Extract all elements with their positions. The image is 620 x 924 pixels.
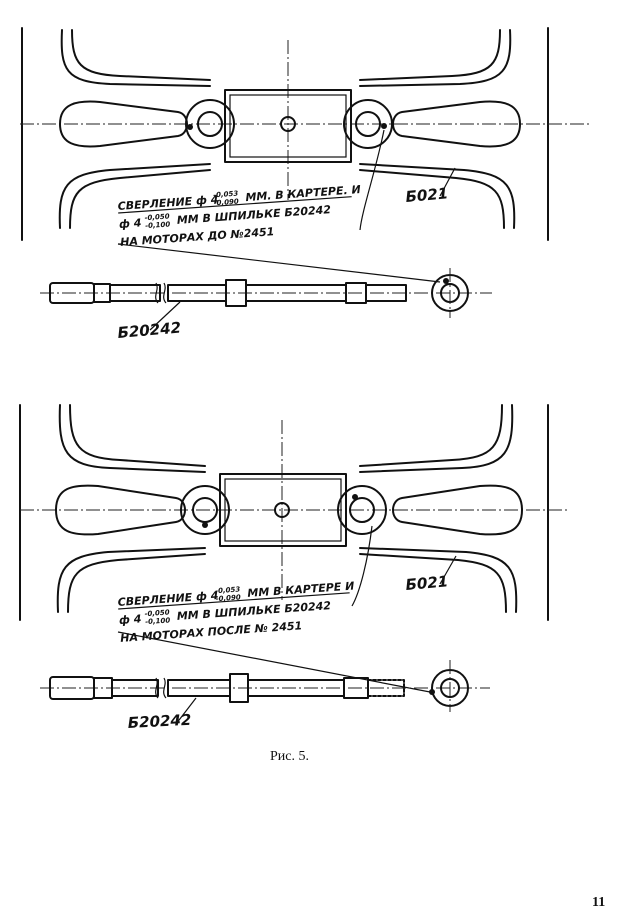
note-line2-tol-bottom: -0,100 <box>145 616 171 626</box>
note-line1-tol-top: -0,053 <box>215 585 241 595</box>
crankcase-drawing-1 <box>20 27 590 283</box>
figure-2: Б021 СВЕРЛЕНИЕ ф 4 -0,053 -0,090 ММ В КА… <box>19 404 570 732</box>
figure-caption: Рис. 5. <box>270 749 309 764</box>
note-line1-tol-bottom: -0,090 <box>213 198 239 208</box>
part-label-b021: Б021 <box>405 184 449 206</box>
note-line2-tol-bottom: -0,100 <box>145 220 171 230</box>
note-line1-tol-bottom: -0,090 <box>215 593 241 603</box>
note-line2-prefix: ф 4 <box>119 612 142 627</box>
stud-drawing-1 <box>40 268 492 331</box>
note-line1-suffix: ММ В КАРТЕРЕ И <box>247 579 355 599</box>
note-line1-tol-top: -0,053 <box>213 190 239 200</box>
stud-label-b20242: Б20242 <box>127 711 191 732</box>
stud-drawing-2 <box>40 660 490 725</box>
note-line2-tol-top: -0,050 <box>144 608 170 618</box>
drilling-note-2: СВЕРЛЕНИЕ ф 4 -0,053 -0,090 ММ В КАРТЕРЕ… <box>117 579 355 644</box>
figure-1: Б021 СВЕРЛЕНИЕ ф 4 -0,053 -0,090 ММ. В К… <box>20 27 590 342</box>
note-line2-tol-top: -0,050 <box>144 212 170 222</box>
stud-label-b20242: Б20242 <box>117 319 182 342</box>
note-line1-suffix: ММ. В КАРТЕРЕ. И <box>245 183 361 204</box>
crankcase-drawing-2 <box>19 404 570 693</box>
part-label-b021: Б021 <box>405 572 449 594</box>
page-number: 11 <box>592 895 605 910</box>
drilling-note-1: СВЕРЛЕНИЕ ф 4 -0,053 -0,090 ММ. В КАРТЕР… <box>117 183 361 249</box>
note-line3: НА МОТОРАХ ДО №2451 <box>120 225 275 249</box>
note-line2-prefix: ф 4 <box>119 216 142 231</box>
